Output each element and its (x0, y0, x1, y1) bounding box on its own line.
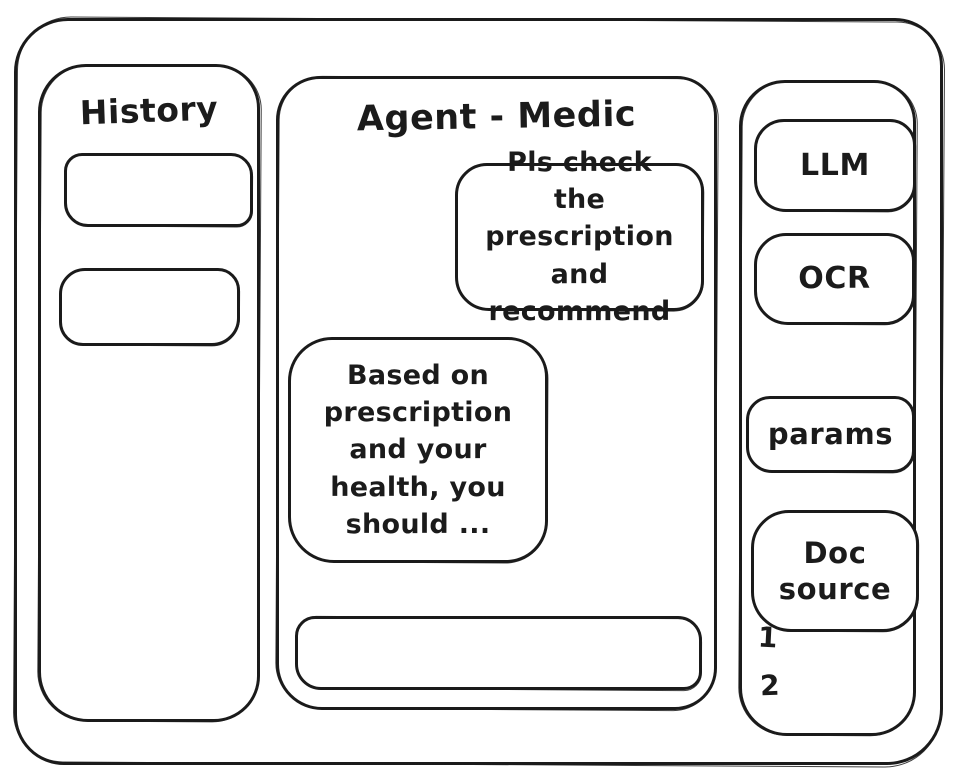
doc-source-button[interactable]: Doc source (751, 510, 919, 632)
llm-button[interactable]: LLM (754, 119, 916, 212)
chat-message-assistant: Based on prescription and your health, y… (288, 337, 548, 563)
history-panel: History (38, 64, 260, 722)
chat-message-user: Pls check the prescription and recommend (455, 147, 704, 327)
doc-source-list-item[interactable]: 2 (759, 668, 781, 703)
ocr-button[interactable]: OCR (754, 233, 915, 325)
tools-panel: LLM OCR params Doc source 1 2 (739, 80, 919, 736)
doc-source-list-item[interactable]: 1 (757, 620, 779, 655)
params-button[interactable]: params (746, 396, 915, 473)
chat-input-bar[interactable] (295, 616, 702, 690)
chat-panel-title: Agent - Medic (356, 94, 637, 140)
history-panel-title: History (79, 88, 219, 133)
chat-panel: Agent - Medic Pls check the prescription… (276, 76, 717, 710)
history-item[interactable] (59, 268, 240, 346)
chat-input[interactable] (312, 625, 689, 681)
history-item[interactable] (64, 153, 253, 227)
